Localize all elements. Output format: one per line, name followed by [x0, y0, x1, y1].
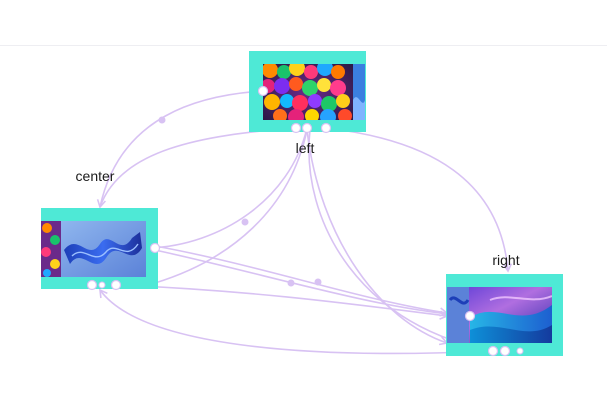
node-image-colorful-spheres [263, 64, 353, 120]
node-image-blue-ribbon-wave [41, 221, 146, 277]
node-center[interactable]: center [41, 168, 161, 291]
connection-handle[interactable] [290, 122, 302, 134]
node-label-right: right [492, 252, 519, 268]
connection-handle[interactable] [110, 279, 122, 291]
edge-left-to-right-b[interactable] [306, 129, 449, 346]
connection-handle[interactable] [98, 281, 106, 289]
connection-handle[interactable] [464, 310, 476, 322]
node-label-center: center [76, 168, 115, 184]
edge-left-to-center[interactable] [96, 90, 264, 209]
edge-center-to-right-c[interactable] [115, 284, 449, 320]
connection-handle[interactable] [487, 345, 499, 357]
connection-handle[interactable] [499, 345, 511, 357]
connection-handle[interactable] [86, 279, 98, 291]
edge-left-to-center-c[interactable] [99, 127, 297, 208]
edge-left-to-right[interactable] [325, 127, 513, 273]
edge-midpoint[interactable] [241, 218, 249, 226]
edge-center-to-left[interactable] [154, 129, 308, 284]
edge-midpoint[interactable] [287, 279, 295, 287]
edge-left-to-center-b[interactable] [148, 127, 308, 253]
edge-right-to-center[interactable] [99, 288, 491, 355]
connection-handle[interactable] [149, 242, 161, 254]
connection-handle[interactable] [516, 347, 524, 355]
node-image-gradient-waves [447, 287, 552, 343]
edge-midpoint[interactable] [314, 278, 322, 286]
edge-center-to-right-b[interactable] [154, 249, 471, 317]
node-label-left: left [296, 140, 315, 156]
connection-handle[interactable] [301, 122, 313, 134]
edge-center-to-right[interactable] [154, 245, 449, 317]
edge-midpoints [158, 116, 322, 287]
connection-handle[interactable] [257, 85, 269, 97]
node-left[interactable]: left [249, 51, 366, 156]
node-right[interactable]: right [446, 252, 563, 357]
toolbar-divider [0, 45, 607, 46]
connection-handle[interactable] [320, 122, 332, 134]
edge-midpoint[interactable] [158, 116, 166, 124]
